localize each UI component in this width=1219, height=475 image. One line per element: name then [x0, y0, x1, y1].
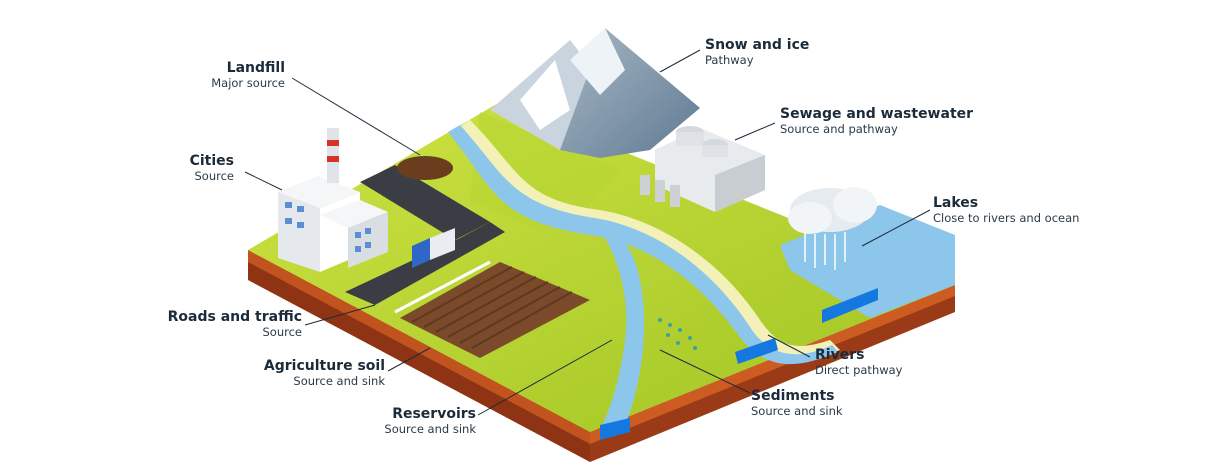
label-title: Snow and ice	[705, 37, 810, 53]
road-segment-2	[345, 222, 505, 305]
leader-lines	[244, 49, 931, 416]
label-title: Sewage and wastewater	[780, 106, 974, 122]
label-subtitle: Source and sink	[751, 403, 843, 418]
cloud-icon	[788, 187, 877, 270]
lake-deep	[822, 288, 878, 323]
label-agriculture-soil: Agriculture soil Source and sink	[264, 358, 385, 389]
label-sediments: Sediments Source and sink	[751, 388, 843, 419]
ground-side-left-top	[248, 250, 590, 444]
label-cities: Cities Source	[190, 153, 234, 184]
sediment-dots	[658, 318, 697, 350]
label-rivers: Rivers Direct pathway	[815, 347, 903, 378]
label-title: Agriculture soil	[263, 358, 385, 374]
label-landfill: Landfill Major source	[211, 60, 285, 91]
sewage-plant-icon	[640, 126, 765, 212]
label-subtitle: Pathway	[705, 52, 754, 67]
label-subtitle: Close to rivers and ocean	[933, 210, 1080, 225]
label-roads-and-traffic: Roads and traffic Source	[168, 309, 302, 340]
label-subtitle: Direct pathway	[815, 362, 903, 377]
lake-water	[780, 205, 955, 318]
label-title: Landfill	[226, 60, 285, 76]
river-branch	[600, 230, 645, 430]
truck-icon	[412, 228, 455, 268]
label-sewage-and-wastewater: Sewage and wastewater Source and pathway	[780, 106, 973, 137]
road-segment	[360, 165, 490, 240]
label-title: Rivers	[815, 347, 865, 363]
mountain-snow-2	[520, 60, 570, 130]
label-subtitle: Source and sink	[293, 373, 385, 388]
label-title: Reservoirs	[392, 406, 476, 422]
label-subtitle: Source and sink	[384, 421, 476, 436]
landfill-pile-icon	[397, 156, 453, 180]
river-outlet-front	[600, 418, 630, 440]
fence	[394, 260, 491, 314]
label-subtitle: Source	[262, 324, 303, 339]
label-reservoirs: Reservoirs Source and sink	[384, 406, 476, 437]
label-subtitle: Source	[194, 168, 235, 183]
mountain-snow	[570, 28, 625, 95]
label-title: Sediments	[751, 388, 835, 404]
label-subtitle: Major source	[211, 75, 285, 90]
label-title: Roads and traffic	[167, 309, 302, 325]
river-water	[448, 125, 838, 365]
label-snow-and-ice: Snow and ice Pathway	[705, 37, 809, 68]
label-title: Cities	[189, 153, 234, 169]
label-lakes: Lakes Close to rivers and ocean	[933, 195, 1079, 226]
city-building-icon	[278, 128, 388, 272]
label-subtitle: Source and pathway	[780, 121, 898, 136]
label-title: Lakes	[933, 195, 979, 211]
ground-side-right-top	[590, 285, 955, 444]
farm-rows	[411, 266, 573, 349]
river-outlet-right	[735, 338, 778, 364]
